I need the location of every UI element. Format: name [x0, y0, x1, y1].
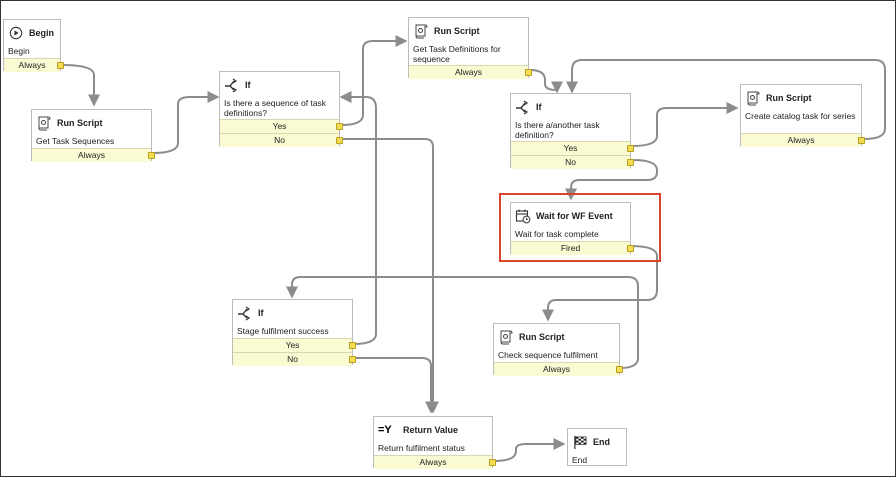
connector-get-task-sequences-to-if-sequence — [151, 91, 220, 154]
branch-icon — [237, 305, 253, 321]
exit-always[interactable]: Always — [409, 65, 532, 79]
exit-no[interactable]: No — [220, 133, 343, 147]
selection-highlight — [499, 193, 661, 262]
exit-always[interactable]: Always — [741, 133, 865, 147]
node-title: If — [258, 308, 264, 318]
connector-if-sequence-yes-to-get-task-definitions — [340, 35, 408, 126]
node-description: Get Task Sequences — [36, 136, 115, 146]
node-description: Check sequence fulfilment — [498, 350, 598, 360]
exit-always[interactable]: Always — [32, 148, 155, 162]
script-icon — [498, 329, 514, 345]
node-title: Run Script — [57, 118, 103, 128]
run-script-get-task-sequences-node[interactable]: Run Script Get Task Sequences Always — [31, 109, 155, 162]
exit-port[interactable] — [148, 152, 155, 159]
node-description: Wait for task complete — [515, 229, 599, 239]
return-value-icon: =Y — [378, 424, 392, 436]
exit-port[interactable] — [616, 366, 623, 373]
if-another-task-node[interactable]: If Is there a/another task definition? Y… — [510, 93, 634, 169]
node-title: If — [536, 102, 542, 112]
script-icon — [745, 90, 761, 106]
exit-port[interactable] — [489, 459, 496, 466]
exit-no[interactable]: No — [233, 352, 356, 366]
exit-fired[interactable]: Fired — [511, 241, 634, 255]
end-node[interactable]: End End — [567, 428, 627, 466]
exit-port[interactable] — [336, 123, 343, 130]
node-title: Wait for WF Event — [536, 211, 613, 221]
node-description: Return fulfilment status — [378, 443, 465, 453]
exit-always[interactable]: Always — [374, 455, 496, 469]
connector-return-value-to-end — [493, 438, 566, 462]
exit-always[interactable]: Always — [494, 362, 623, 376]
connector-if-sequence-no-to-return-value — [341, 138, 439, 414]
exit-port[interactable] — [525, 69, 532, 76]
connector-get-task-definitions-to-if-another — [529, 69, 563, 94]
exit-port[interactable] — [349, 356, 356, 363]
node-description: Create catalog task for series — [745, 111, 856, 121]
play-circle-icon — [8, 25, 24, 41]
exit-port[interactable] — [349, 342, 356, 349]
connector-wait-fired-to-check-sequence — [542, 245, 658, 322]
begin-node[interactable]: Begin Begin Always — [3, 19, 64, 72]
node-description: Begin — [8, 46, 30, 56]
node-description: Stage fulfilment success — [237, 326, 329, 336]
exit-yes[interactable]: Yes — [233, 338, 356, 352]
connector-check-sequence-to-if-stage — [286, 276, 639, 369]
exit-port[interactable] — [627, 145, 634, 152]
if-sequence-node[interactable]: If Is there a sequence of task definitio… — [219, 71, 343, 147]
wait-for-wf-event-node[interactable]: Wait for WF Event Wait for task complete… — [510, 202, 634, 255]
connector-create-catalog-task-to-if-another — [566, 59, 886, 140]
connector-if-stage-no-to-return-value — [353, 357, 437, 414]
connector-begin-to-get-task-sequences — [61, 64, 100, 107]
branch-icon — [515, 99, 531, 115]
node-description: Get Task Definitions for sequence — [413, 44, 501, 64]
node-title: Run Script — [519, 332, 565, 342]
node-title: Run Script — [434, 26, 480, 36]
node-title: Begin — [29, 28, 55, 38]
node-description: End — [572, 455, 588, 465]
connector-if-another-no-to-wait-event — [565, 159, 658, 201]
run-script-check-sequence-node[interactable]: Run Script Check sequence fulfilment Alw… — [493, 323, 623, 376]
exit-port[interactable] — [336, 137, 343, 144]
connector-if-stage-yes-to-if-sequence — [339, 91, 377, 345]
exit-yes[interactable]: Yes — [220, 119, 343, 133]
checkered-flag-icon — [572, 434, 588, 450]
run-script-create-catalog-task-node[interactable]: Run Script Create catalog task for serie… — [740, 84, 865, 147]
script-icon — [413, 23, 429, 39]
exit-no[interactable]: No — [511, 155, 634, 169]
node-title: Return Value — [403, 425, 459, 435]
node-description: Is there a sequence of task definitions? — [224, 98, 327, 118]
exit-port[interactable] — [858, 137, 865, 144]
exit-port[interactable] — [627, 245, 634, 252]
exit-port[interactable] — [627, 159, 634, 166]
branch-icon — [224, 77, 240, 93]
exit-port[interactable] — [57, 62, 64, 69]
run-script-get-task-definitions-node[interactable]: Run Script Get Task Definitions for sequ… — [408, 17, 532, 79]
node-title: Run Script — [766, 93, 812, 103]
connector-if-another-yes-to-create-catalog-task — [631, 102, 739, 147]
script-icon — [36, 115, 52, 131]
node-title: If — [245, 80, 251, 90]
node-title: End — [593, 437, 610, 447]
if-stage-success-node[interactable]: If Stage fulfilment success Yes No — [232, 299, 356, 366]
exit-yes[interactable]: Yes — [511, 141, 634, 155]
exit-always[interactable]: Always — [4, 58, 64, 72]
node-description: Is there a/another task definition? — [515, 120, 600, 140]
